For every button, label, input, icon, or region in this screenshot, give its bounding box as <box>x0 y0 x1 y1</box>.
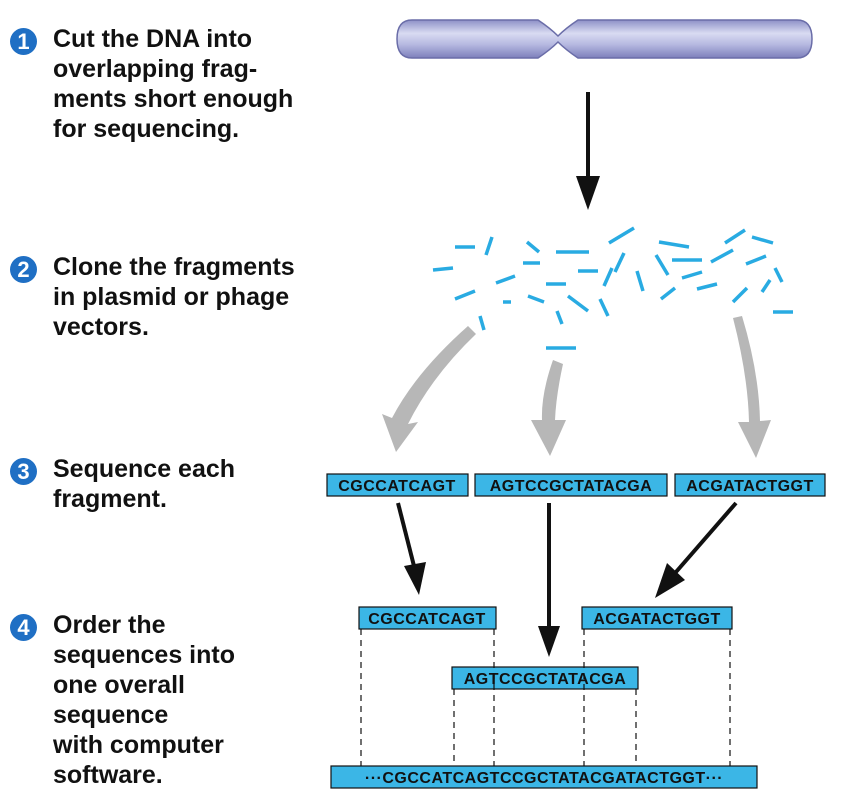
dna-fragments <box>432 226 793 350</box>
dna-fragment <box>432 266 454 272</box>
step-3-number-badge: 3 <box>10 458 37 485</box>
fragment-sequence-box-2 <box>474 473 668 497</box>
fragment-sequence-box-1 <box>326 473 469 497</box>
ordered-sequence-left: CGCCATCAGT <box>368 611 486 628</box>
ordered-sequence-right: ACGATACTGGT <box>593 611 721 628</box>
step-3-text: Sequence each fragment. <box>53 455 236 513</box>
cut-arrow <box>576 92 600 210</box>
dna-fragment <box>566 294 590 313</box>
dna-fragment <box>525 240 541 254</box>
ordered-sequence-box-middle <box>451 666 639 690</box>
step-1-text: Cut the DNA into overlapping frag- ments… <box>53 25 294 143</box>
dna-fragment <box>696 282 718 291</box>
dna-fragment <box>484 236 494 256</box>
dna-fragment <box>710 248 734 264</box>
gray-arrow-left <box>382 326 476 452</box>
dna-fragment <box>635 270 645 292</box>
overall-sequence-box <box>330 765 758 789</box>
dna-fragment <box>527 294 545 304</box>
step-1-number-badge: 1 <box>10 28 37 55</box>
step-2-text: Clone the fragments in plasmid or phage … <box>53 253 295 341</box>
dna-fragment <box>555 310 564 325</box>
dna-fragment <box>495 274 516 285</box>
dna-fragment <box>659 286 677 301</box>
overall-sequence: ···CGCCATCAGTCCGCTATACGATACTGGT··· <box>365 770 723 787</box>
dna-fragment <box>613 252 626 273</box>
step-4-text: Order the sequences into one overall seq… <box>53 611 235 789</box>
gray-arrow-middle <box>531 360 566 456</box>
dna-fragment <box>751 235 774 245</box>
dna-fragment <box>760 279 772 293</box>
chromosome-icon <box>396 19 813 59</box>
fragment-sequence-2: AGTCCGCTATACGA <box>490 478 653 495</box>
dna-fragment <box>478 315 486 331</box>
dna-fragment <box>724 228 746 245</box>
fragment-sequence-3: ACGATACTGGT <box>686 478 814 495</box>
dna-fragment <box>731 286 749 304</box>
dna-fragment <box>773 267 784 283</box>
dna-fragment <box>654 254 670 276</box>
fragment-sequence-1: CGCCATCAGT <box>338 478 456 495</box>
step-4-number-badge: 4 <box>10 614 37 641</box>
step-2-number-badge: 2 <box>10 256 37 283</box>
gray-arrow-right <box>733 316 771 458</box>
ordered-sequence-box-left <box>358 606 497 630</box>
order-arrows <box>396 501 738 657</box>
dna-fragment <box>681 270 703 280</box>
fragment-sequence-box-3 <box>674 473 826 497</box>
ordered-sequence-box-right <box>581 606 733 630</box>
clone-arrows <box>382 316 771 458</box>
dna-fragment <box>608 226 635 245</box>
dna-fragment <box>454 289 476 301</box>
sequenced-fragments: CGCCATCAGT AGTCCGCTATACGA ACGATACTGGT <box>326 473 826 497</box>
ordered-sequence-middle: AGTCCGCTATACGA <box>464 671 627 688</box>
dna-fragment <box>602 267 614 287</box>
dna-fragment <box>658 240 690 249</box>
dna-fragment <box>745 254 767 266</box>
alignment-lines <box>360 629 731 766</box>
ordered-sequences: CGCCATCAGT ACGATACTGGT AGTCCGCTATACGA <box>358 606 733 690</box>
dna-fragment <box>598 298 610 317</box>
